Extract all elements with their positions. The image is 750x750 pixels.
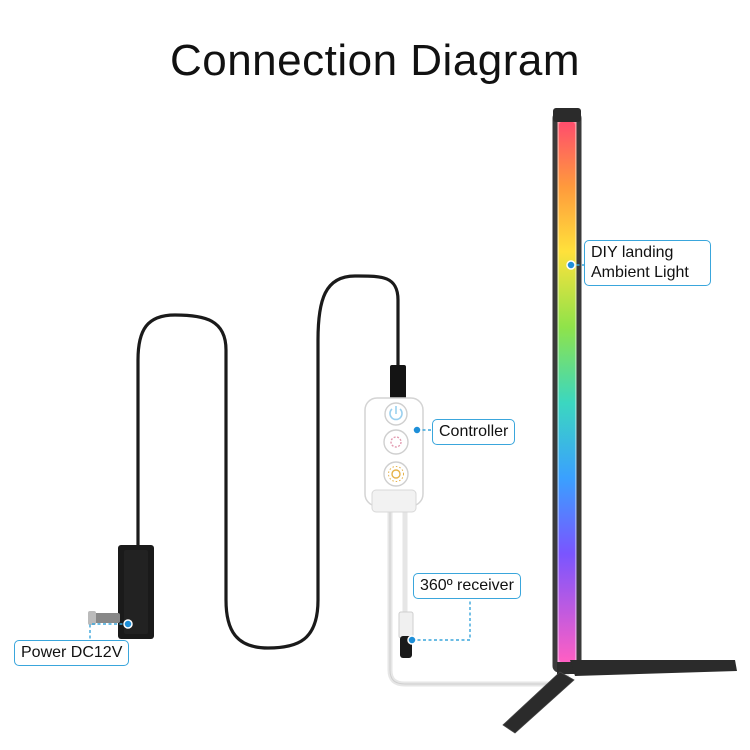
light-label-line2: Ambient Light <box>591 264 689 281</box>
dc-plug <box>92 613 120 623</box>
controller-callout: Controller <box>432 419 516 445</box>
light-callout: DIY landing Ambient Light <box>584 240 711 286</box>
power-callout-line <box>89 623 128 640</box>
power-callout-dot <box>123 619 133 629</box>
receiver-callout: 360º receiver <box>413 573 521 599</box>
lamp-light-strip <box>559 122 575 662</box>
stand-leg-left <box>503 672 574 733</box>
controller-plug <box>390 365 406 399</box>
controller-callout-dot <box>412 425 422 435</box>
light-callout-dot <box>566 260 576 270</box>
power-callout: Power DC12V <box>14 640 130 666</box>
light-label-line1: DIY landing <box>591 244 674 261</box>
power-cable <box>136 274 400 650</box>
lamp-top-cap <box>553 108 581 122</box>
stand-leg-right <box>570 660 737 676</box>
page-title: Connection Diagram <box>169 36 581 85</box>
receiver-callout-dot <box>407 635 417 645</box>
receiver-callout-line <box>412 596 471 641</box>
receiver-head <box>398 611 414 639</box>
